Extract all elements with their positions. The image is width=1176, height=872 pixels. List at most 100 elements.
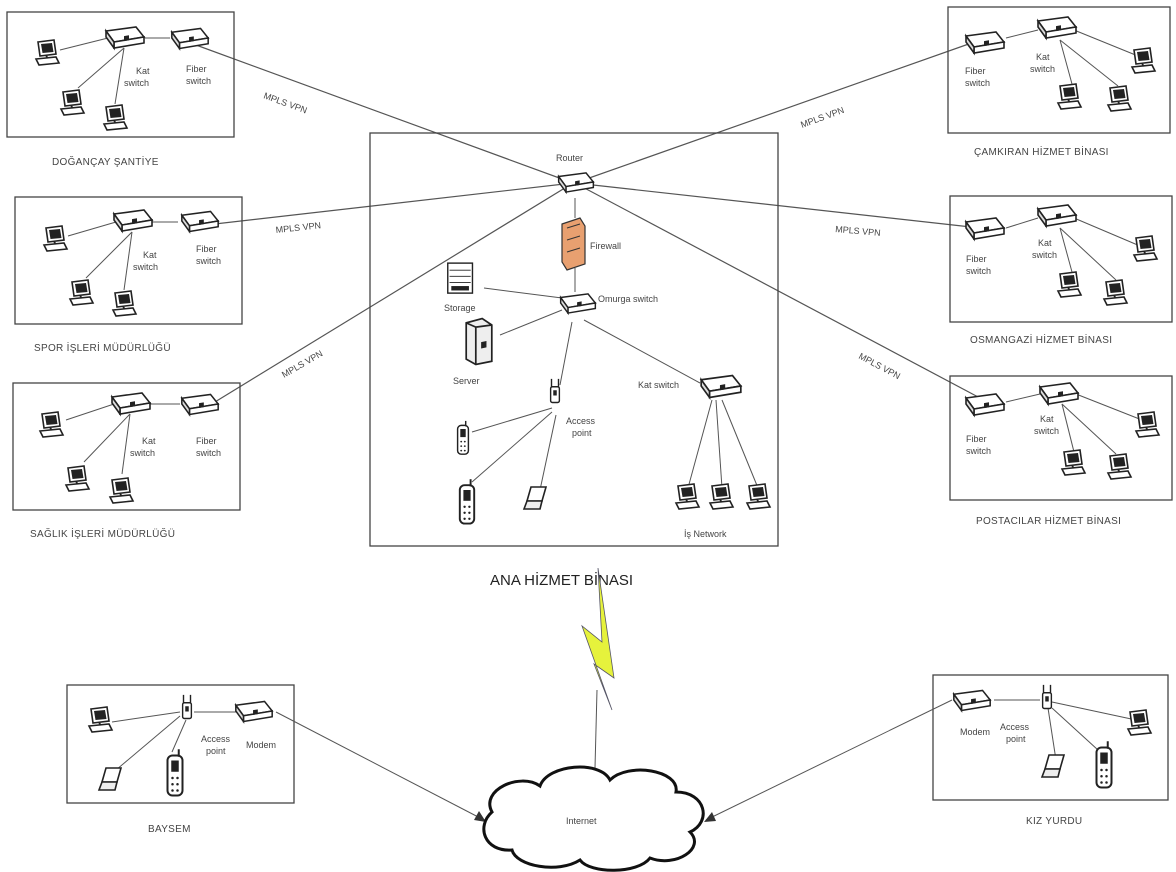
computer-icon[interactable] bbox=[675, 483, 700, 510]
access-point-label: Access bbox=[566, 416, 596, 426]
fiber-switch-label: switch bbox=[186, 76, 211, 86]
computer-icon[interactable] bbox=[1131, 47, 1156, 74]
site-name-spor: SPOR İŞLERİ MÜDÜRLÜĞÜ bbox=[34, 341, 171, 354]
site-name-kiz-yurdu: KIZ YURDU bbox=[1026, 816, 1082, 827]
internet-cloud-icon bbox=[482, 765, 705, 872]
computer-icon[interactable] bbox=[1057, 83, 1082, 110]
main-building-title: ANA HİZMET BİNASI bbox=[490, 571, 633, 589]
lightning-icon bbox=[581, 567, 615, 711]
computer-icon[interactable] bbox=[1057, 271, 1082, 298]
floor-switch-label: Kat bbox=[1040, 414, 1054, 424]
floor-switch-icon[interactable] bbox=[1036, 15, 1078, 40]
access-point-label: Access bbox=[1000, 722, 1030, 732]
computer-icon[interactable] bbox=[1127, 709, 1152, 736]
floor-switch-label: Kat bbox=[136, 66, 150, 76]
site-kiz-yurdu: Modem Access point bbox=[932, 674, 1169, 801]
fiber-switch-label: Fiber bbox=[186, 64, 207, 74]
fiber-switch-label: Fiber bbox=[966, 254, 987, 264]
site-name-baysem: BAYSEM bbox=[148, 824, 191, 835]
mobile-phone-icon[interactable] bbox=[166, 748, 184, 797]
computer-icon[interactable] bbox=[1061, 449, 1086, 476]
computer-icon[interactable] bbox=[60, 89, 85, 116]
fiber-switch-label: Fiber bbox=[196, 244, 217, 254]
floor-switch-label: switch bbox=[133, 262, 158, 272]
computer-icon[interactable] bbox=[103, 104, 128, 131]
router-label: Router bbox=[556, 153, 583, 163]
modem-icon[interactable] bbox=[952, 689, 992, 712]
computer-icon[interactable] bbox=[1107, 85, 1132, 112]
floor-switch-icon[interactable] bbox=[1038, 381, 1080, 406]
internet-label: Internet bbox=[566, 816, 597, 826]
fiber-switch-icon[interactable] bbox=[170, 27, 210, 50]
mpls-label: MPLS VPN bbox=[262, 90, 308, 115]
fiber-switch-icon[interactable] bbox=[964, 216, 1006, 241]
modem-icon[interactable] bbox=[234, 700, 274, 723]
site-name-postacilar: POSTACILAR HİZMET BİNASI bbox=[976, 514, 1121, 527]
floor-switch-label: Kat bbox=[1038, 238, 1052, 248]
floor-switch-icon[interactable] bbox=[699, 374, 743, 399]
access-point-icon[interactable] bbox=[549, 377, 561, 404]
computer-icon[interactable] bbox=[43, 225, 68, 252]
site-name-camkiran: ÇAMKIRAN HİZMET BİNASI bbox=[974, 145, 1109, 158]
computer-icon[interactable] bbox=[1135, 411, 1160, 438]
computer-icon[interactable] bbox=[65, 465, 90, 492]
floor-switch-label: switch bbox=[124, 78, 149, 88]
computer-icon[interactable] bbox=[112, 290, 137, 317]
computer-icon[interactable] bbox=[88, 706, 113, 733]
computer-icon[interactable] bbox=[1133, 235, 1158, 262]
floor-switch-label: switch bbox=[130, 448, 155, 458]
computer-icon[interactable] bbox=[69, 279, 94, 306]
floor-switch-label: Kat bbox=[143, 250, 157, 260]
laptop-icon[interactable] bbox=[523, 486, 547, 510]
fiber-switch-label: switch bbox=[196, 256, 221, 266]
fiber-switch-label: switch bbox=[965, 78, 990, 88]
fiber-switch-icon[interactable] bbox=[180, 210, 220, 233]
computer-icon[interactable] bbox=[1107, 453, 1132, 480]
network-label: İş Network bbox=[684, 529, 727, 539]
fiber-switch-icon[interactable] bbox=[964, 392, 1006, 417]
fiber-switch-label: switch bbox=[966, 446, 991, 456]
storage-icon[interactable] bbox=[447, 262, 474, 294]
laptop-icon[interactable] bbox=[1041, 754, 1065, 778]
mobile-phone-icon[interactable] bbox=[458, 478, 476, 525]
mobile-phone-icon[interactable] bbox=[456, 420, 470, 456]
computer-icon[interactable] bbox=[35, 39, 60, 66]
storage-label: Storage bbox=[444, 303, 476, 313]
fiber-switch-label: switch bbox=[966, 266, 991, 276]
firewall-icon[interactable] bbox=[561, 217, 586, 271]
computer-icon[interactable] bbox=[709, 483, 734, 510]
floor-switch-label: switch bbox=[1032, 250, 1057, 260]
internet-link bbox=[594, 689, 598, 769]
access-point-label: Access bbox=[201, 734, 231, 744]
fiber-switch-icon[interactable] bbox=[180, 393, 220, 416]
arrowheads bbox=[474, 811, 716, 822]
backbone-switch-icon[interactable] bbox=[559, 292, 597, 315]
laptop-icon[interactable] bbox=[98, 767, 122, 791]
site-spor: Kat switch Fiber switch bbox=[14, 196, 243, 325]
main-links bbox=[471, 198, 759, 491]
internet-links bbox=[275, 699, 953, 821]
modem-label: Modem bbox=[246, 740, 276, 750]
fiber-switch-icon[interactable] bbox=[964, 30, 1006, 55]
computer-icon[interactable] bbox=[109, 477, 134, 504]
computer-icon[interactable] bbox=[1103, 279, 1128, 306]
floor-switch-icon[interactable] bbox=[104, 25, 146, 50]
mpls-label: MPLS VPN bbox=[857, 351, 902, 381]
router-icon[interactable] bbox=[557, 171, 595, 193]
floor-switch-icon[interactable] bbox=[112, 208, 154, 233]
computer-icon[interactable] bbox=[746, 483, 771, 510]
mpls-label: MPLS VPN bbox=[799, 105, 845, 130]
floor-switch-icon[interactable] bbox=[110, 391, 152, 416]
fiber-switch-label: switch bbox=[196, 448, 221, 458]
access-point-label: point bbox=[572, 428, 592, 438]
access-point-icon[interactable] bbox=[181, 693, 193, 720]
site-dogancay: Kat switch Fiber switch bbox=[6, 11, 235, 138]
access-point-icon[interactable] bbox=[1041, 683, 1053, 710]
mobile-phone-icon[interactable] bbox=[1095, 740, 1113, 789]
access-point-label: point bbox=[206, 746, 226, 756]
computer-icon[interactable] bbox=[39, 411, 64, 438]
server-icon[interactable] bbox=[465, 317, 493, 366]
site-postacilar: Fiber switch Kat switch bbox=[949, 375, 1173, 501]
floor-switch-icon[interactable] bbox=[1036, 203, 1078, 228]
